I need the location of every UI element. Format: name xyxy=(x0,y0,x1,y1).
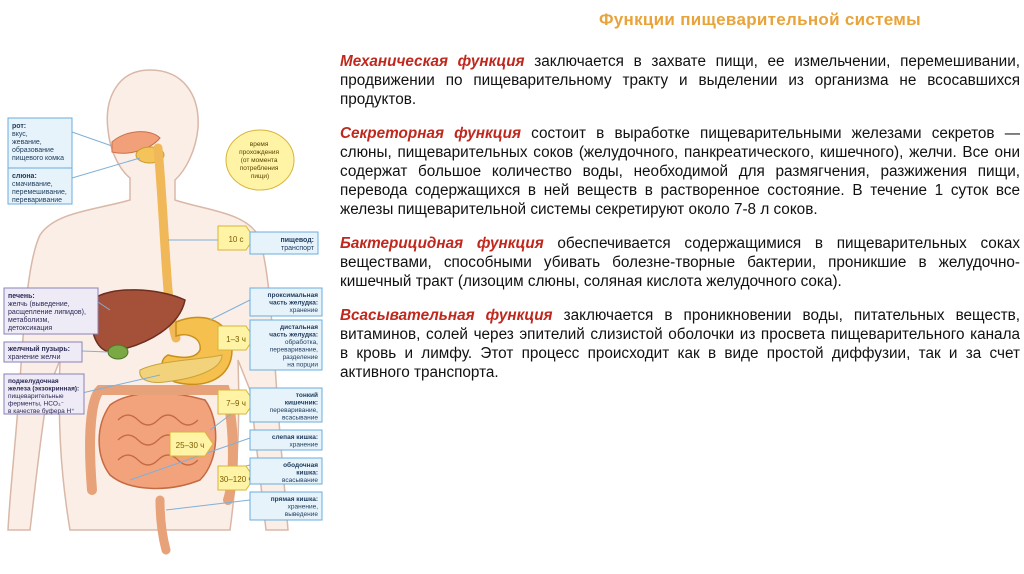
term-absorptive: Всасывательная функция xyxy=(340,307,553,324)
transit-time-oval xyxy=(225,129,295,191)
text-mechanical: заключается в захвате пищи, ее измельчен… xyxy=(340,53,1020,108)
label-cecum: слепая кишка:хранение xyxy=(249,429,323,451)
label-esophagus: пищевод:транспорт xyxy=(249,231,319,255)
transit-time-label: время прохождения (от момента потреблени… xyxy=(239,141,281,180)
svg-text:прямая кишка:хранение,выведени: прямая кишка:хранение,выведение xyxy=(271,496,319,518)
label-saliva: слюна:смачивание,перемешивание,переварив… xyxy=(7,167,73,205)
time-10s: 10 с xyxy=(228,235,243,244)
svg-text:слюна:смачивание,перемешивание: слюна:смачивание,перемешивание,переварив… xyxy=(12,173,67,204)
term-bactericidal: Бактерицидная функция xyxy=(340,235,544,252)
label-rectum: прямая кишка:хранение,выведение xyxy=(249,491,323,521)
rectum xyxy=(155,495,171,555)
time-small-intestine: 7–9 ч xyxy=(226,399,246,408)
paragraph-bactericidal: Бактерицидная функция обеспечивается сод… xyxy=(340,234,1020,291)
time-colon: 30–120 ч xyxy=(219,475,252,484)
text-bactericidal: обеспечивается содержащимися в пищеварит… xyxy=(340,235,1021,290)
digestive-system-diagram: 10 с 1–3 ч 7–9 ч 25–30 ч 30–120 ч время … xyxy=(3,69,323,555)
label-gallbladder: желчный пузырь:хранение желчи xyxy=(3,341,83,363)
label-liver: печень:желчь (выведение,расщепление липи… xyxy=(3,287,99,335)
oral-cavity xyxy=(111,131,161,154)
time-cecum: 25–30 ч xyxy=(176,441,205,450)
liver xyxy=(90,289,186,353)
svg-text:печень:желчь (выведение,расщеп: печень:желчь (выведение,расщепление липи… xyxy=(8,293,86,332)
text-absorptive: заключается в проникновении воды, питате… xyxy=(340,307,1020,381)
time-stomach: 1–3 ч xyxy=(226,335,246,344)
text-secretory: состоит в выработке пищеварительными жел… xyxy=(340,125,1020,218)
time-badges xyxy=(169,225,255,491)
paragraph-mechanical: Механическая функция заключается в захва… xyxy=(340,52,1020,109)
paragraph-absorptive: Всасывательная функция заключается в про… xyxy=(340,306,1020,382)
pancreas xyxy=(139,354,223,383)
gallbladder xyxy=(107,344,129,360)
term-mechanical: Механическая функция xyxy=(340,53,525,70)
functions-text: Механическая функция заключается в захва… xyxy=(340,52,1020,397)
term-secretory: Секреторная функция xyxy=(340,125,522,142)
page-title: Функции пищеварительной системы xyxy=(598,10,921,29)
paragraph-secretory: Секреторная функция состоит в выработке … xyxy=(340,124,1020,219)
svg-text:желчный пузырь:хранение желчи: желчный пузырь:хранение желчи xyxy=(7,345,70,361)
svg-text:пищевод:транспорт: пищевод:транспорт xyxy=(281,237,315,252)
svg-text:слепая кишка:хранение: слепая кишка:хранение xyxy=(272,434,318,449)
